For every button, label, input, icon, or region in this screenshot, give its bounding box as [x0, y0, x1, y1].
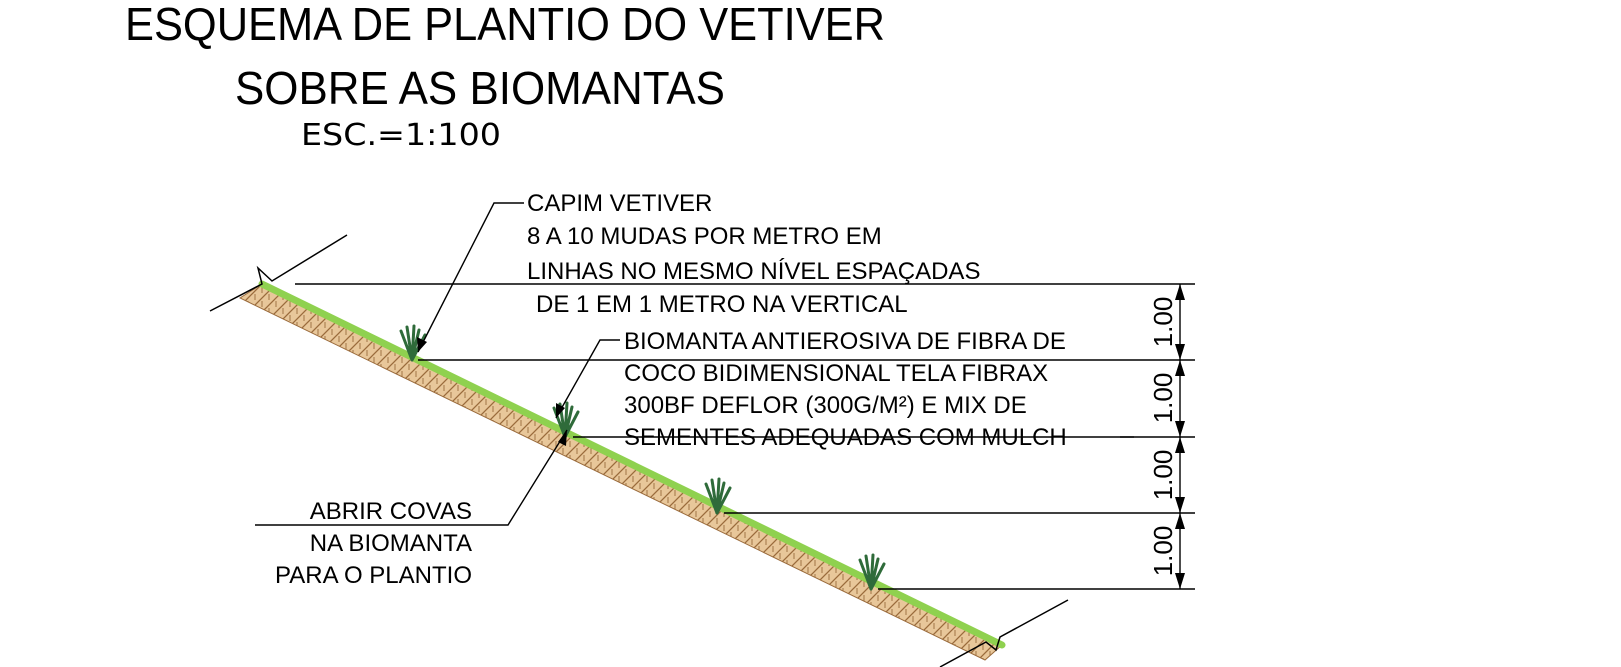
scale-label: ESC.=1:100 [301, 118, 501, 153]
covas-label: ABRIR COVAS NA BIOMANTA PARA O PLANTIO [275, 498, 472, 589]
vetiver-plant-4 [858, 553, 886, 591]
biomanta-label-line-2: COCO BIDIMENSIONAL TELA FIBRAX [624, 360, 1048, 387]
leader-vetiver [417, 202, 524, 353]
leader-covas-arrow [558, 430, 567, 446]
leader-covas [255, 429, 568, 526]
vetiver-plant-3 [704, 477, 732, 515]
vetiver-label-line-3: LINHAS NO MESMO NÍVEL ESPAÇADAS [527, 258, 980, 285]
covas-label-line-1: ABRIR COVAS [310, 498, 472, 525]
biomanta-label: BIOMANTA ANTIEROSIVA DE FIBRA DE COCO BI… [624, 328, 1067, 451]
dimension-1: 1.00 [1148, 297, 1178, 348]
biomanta-label-line-4: SEMENTES ADEQUADAS COM MULCH [624, 424, 1067, 451]
covas-label-line-2: NA BIOMANTA [310, 530, 472, 557]
covas-label-line-3: PARA O PLANTIO [275, 562, 472, 589]
title-line-1: ESQUEMA DE PLANTIO DO VETIVER [125, 0, 885, 50]
vetiver-label-line-4: DE 1 EM 1 METRO NA VERTICAL [536, 291, 908, 318]
break-line-top [209, 234, 348, 312]
leader-vetiver-arrow [417, 337, 427, 352]
dimension-4: 1.00 [1148, 526, 1178, 577]
leader-biomanta-arrow [556, 403, 565, 418]
vetiver-label-line-1: CAPIM VETIVER [527, 190, 712, 217]
vetiver-label: CAPIM VETIVER 8 A 10 MUDAS POR METRO EM … [527, 190, 980, 318]
vetiver-label-line-2: 8 A 10 MUDAS POR METRO EM [527, 223, 882, 250]
leader-biomanta [555, 339, 620, 419]
dimension-arrows [1175, 284, 1185, 589]
biomanta-label-line-3: 300BF DEFLOR (300G/M²) E MIX DE [624, 392, 1027, 419]
title-line-2: SOBRE AS BIOMANTAS [235, 62, 725, 114]
biomanta-label-line-1: BIOMANTA ANTIEROSIVA DE FIBRA DE [624, 328, 1066, 355]
vetiver-plant-2 [552, 401, 580, 439]
vetiver-plant-1 [399, 324, 427, 362]
biomanta-layer [258, 280, 1006, 649]
dimension-2: 1.00 [1148, 373, 1178, 424]
dimension-3: 1.00 [1148, 450, 1178, 501]
break-line-bottom [939, 599, 1069, 667]
